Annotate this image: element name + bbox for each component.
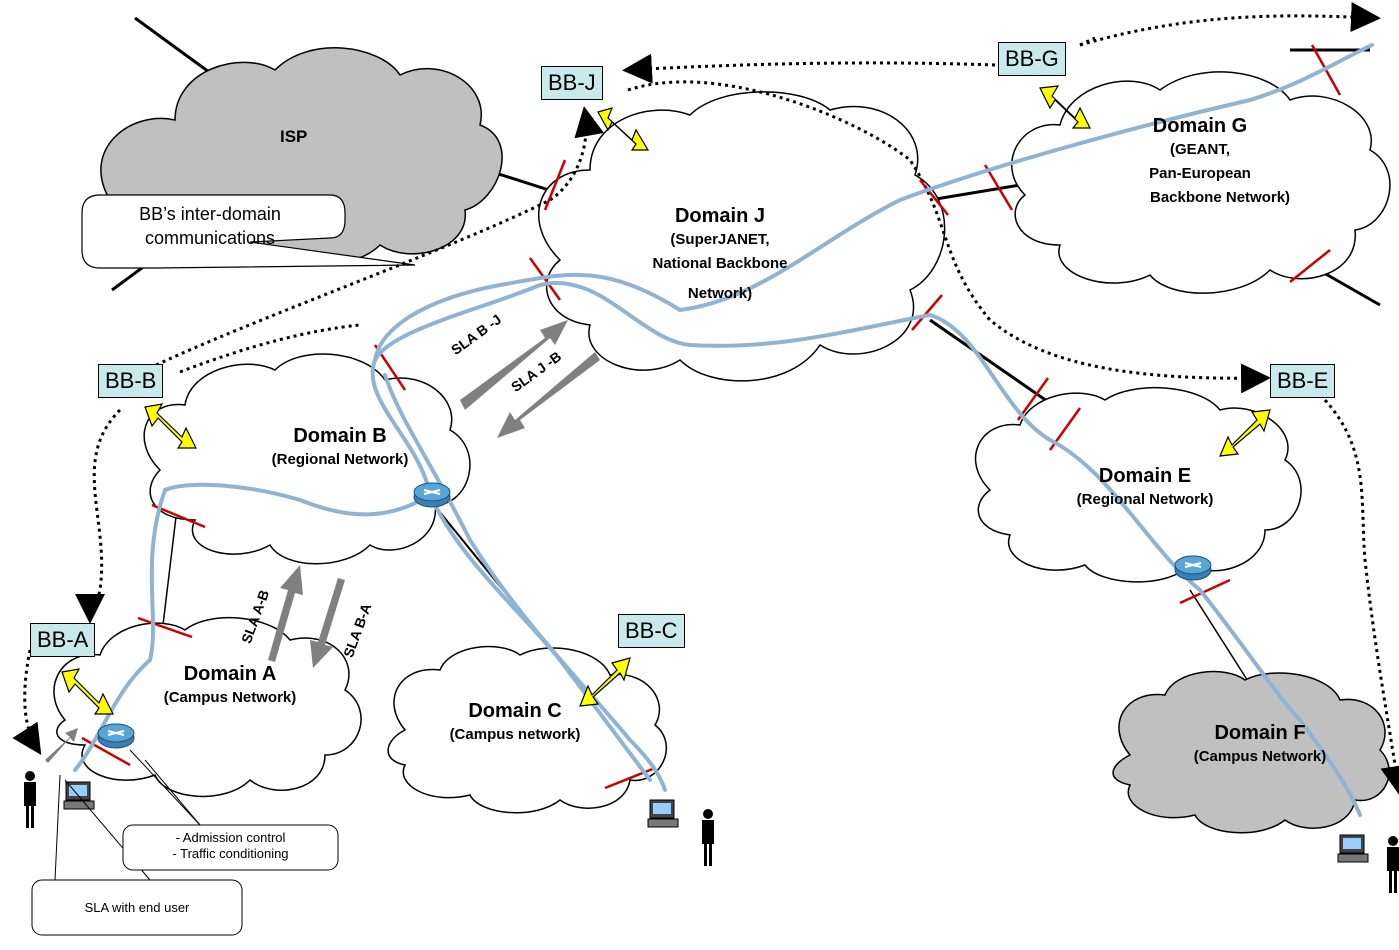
domain-f-sub: (Campus Network) (1193, 748, 1327, 765)
bb-a-box: BB-A (30, 623, 96, 657)
user-icon-c (702, 809, 714, 866)
user-icon-f (1387, 836, 1399, 893)
callout-admission-text: - Admission control - Traffic conditioni… (123, 830, 338, 862)
callout-admission-line: - Admission control (175, 830, 286, 845)
domain-e-title: Domain E (1098, 465, 1192, 487)
computer-icon-a (63, 781, 95, 810)
bb-b-box: BB-B (98, 364, 164, 398)
domain-c-label: Domain C (Campus network) (420, 700, 610, 747)
callout-leaders (54, 749, 201, 881)
domain-g-sub2: Pan-European (1149, 165, 1251, 182)
cloud-domain-a (53, 616, 362, 798)
cloud-domain-e (974, 386, 1302, 583)
domain-j-sub3: Network) (687, 285, 753, 302)
domain-b-sub: (Regional Network) (271, 451, 409, 468)
callout-inter-domain-line2: communications (144, 228, 276, 248)
callout-inter-domain (81, 194, 416, 269)
router-icons (97, 482, 1212, 749)
domain-c-title: Domain C (468, 700, 562, 722)
user-icon-a (24, 771, 36, 828)
cloud-domain-j (538, 91, 946, 382)
end-hosts (24, 771, 1399, 893)
yellow-bb-arrows (61, 85, 1271, 715)
bb-j-box: BB-J (541, 66, 603, 100)
router-icon-a (97, 723, 135, 749)
domain-b-label: Domain B (Regional Network) (245, 425, 435, 472)
callout-end-user-box (31, 879, 243, 936)
callout-inter-domain-text: BB’s inter-domain communications (90, 202, 330, 250)
domain-a-title: Domain A (183, 663, 277, 685)
sla-arrows (45, 320, 600, 763)
domain-e-label: Domain E (Regional Network) (1050, 465, 1240, 512)
domain-c-sub: (Campus network) (449, 726, 581, 743)
domain-e-sub: (Regional Network) (1076, 491, 1214, 508)
domain-f-title: Domain F (1214, 722, 1306, 744)
domain-j-sub1: (SuperJANET, (670, 231, 770, 248)
callout-admission-box (122, 824, 339, 871)
bb-c-box: BB-C (618, 614, 685, 648)
callout-end-user-text: SLA with end user (84, 900, 190, 915)
callout-inter-domain-line1: BB’s inter-domain (139, 204, 281, 224)
computer-icon-f (1337, 834, 1369, 863)
traffic-paths (73, 43, 1374, 817)
isp-label: ISP (280, 127, 308, 146)
router-icon-b (413, 482, 451, 508)
domain-j-sub2: National Backbone (652, 255, 788, 272)
callout-traffic-line: - Traffic conditioning (172, 846, 289, 861)
domain-f-label: Domain F (Campus Network) (1165, 722, 1355, 769)
domain-a-sub: (Campus Network) (163, 689, 297, 706)
domain-g-sub3: Backbone Network) (1150, 189, 1291, 206)
bb-signaling-paths (12, 2, 1399, 796)
domain-g-title: Domain G (1152, 115, 1248, 137)
domain-g-label: Domain G (GEANT, Pan-European Backbone N… (1110, 115, 1290, 210)
cloud-domain-c (387, 645, 667, 814)
bb-g-box: BB-G (998, 42, 1066, 76)
cloud-domain-g (1011, 71, 1391, 294)
router-icon-e (1174, 555, 1212, 581)
domain-g-sub1: (GEANT, (1170, 141, 1230, 158)
domain-a-label: Domain A (Campus Network) (135, 663, 325, 710)
bb-e-box: BB-E (1270, 364, 1336, 398)
domain-j-label: Domain J (SuperJANET, National Backbone … (640, 205, 800, 306)
computer-icon-c (647, 799, 679, 828)
domain-j-title: Domain J (674, 205, 766, 227)
domain-b-title: Domain B (293, 425, 387, 447)
